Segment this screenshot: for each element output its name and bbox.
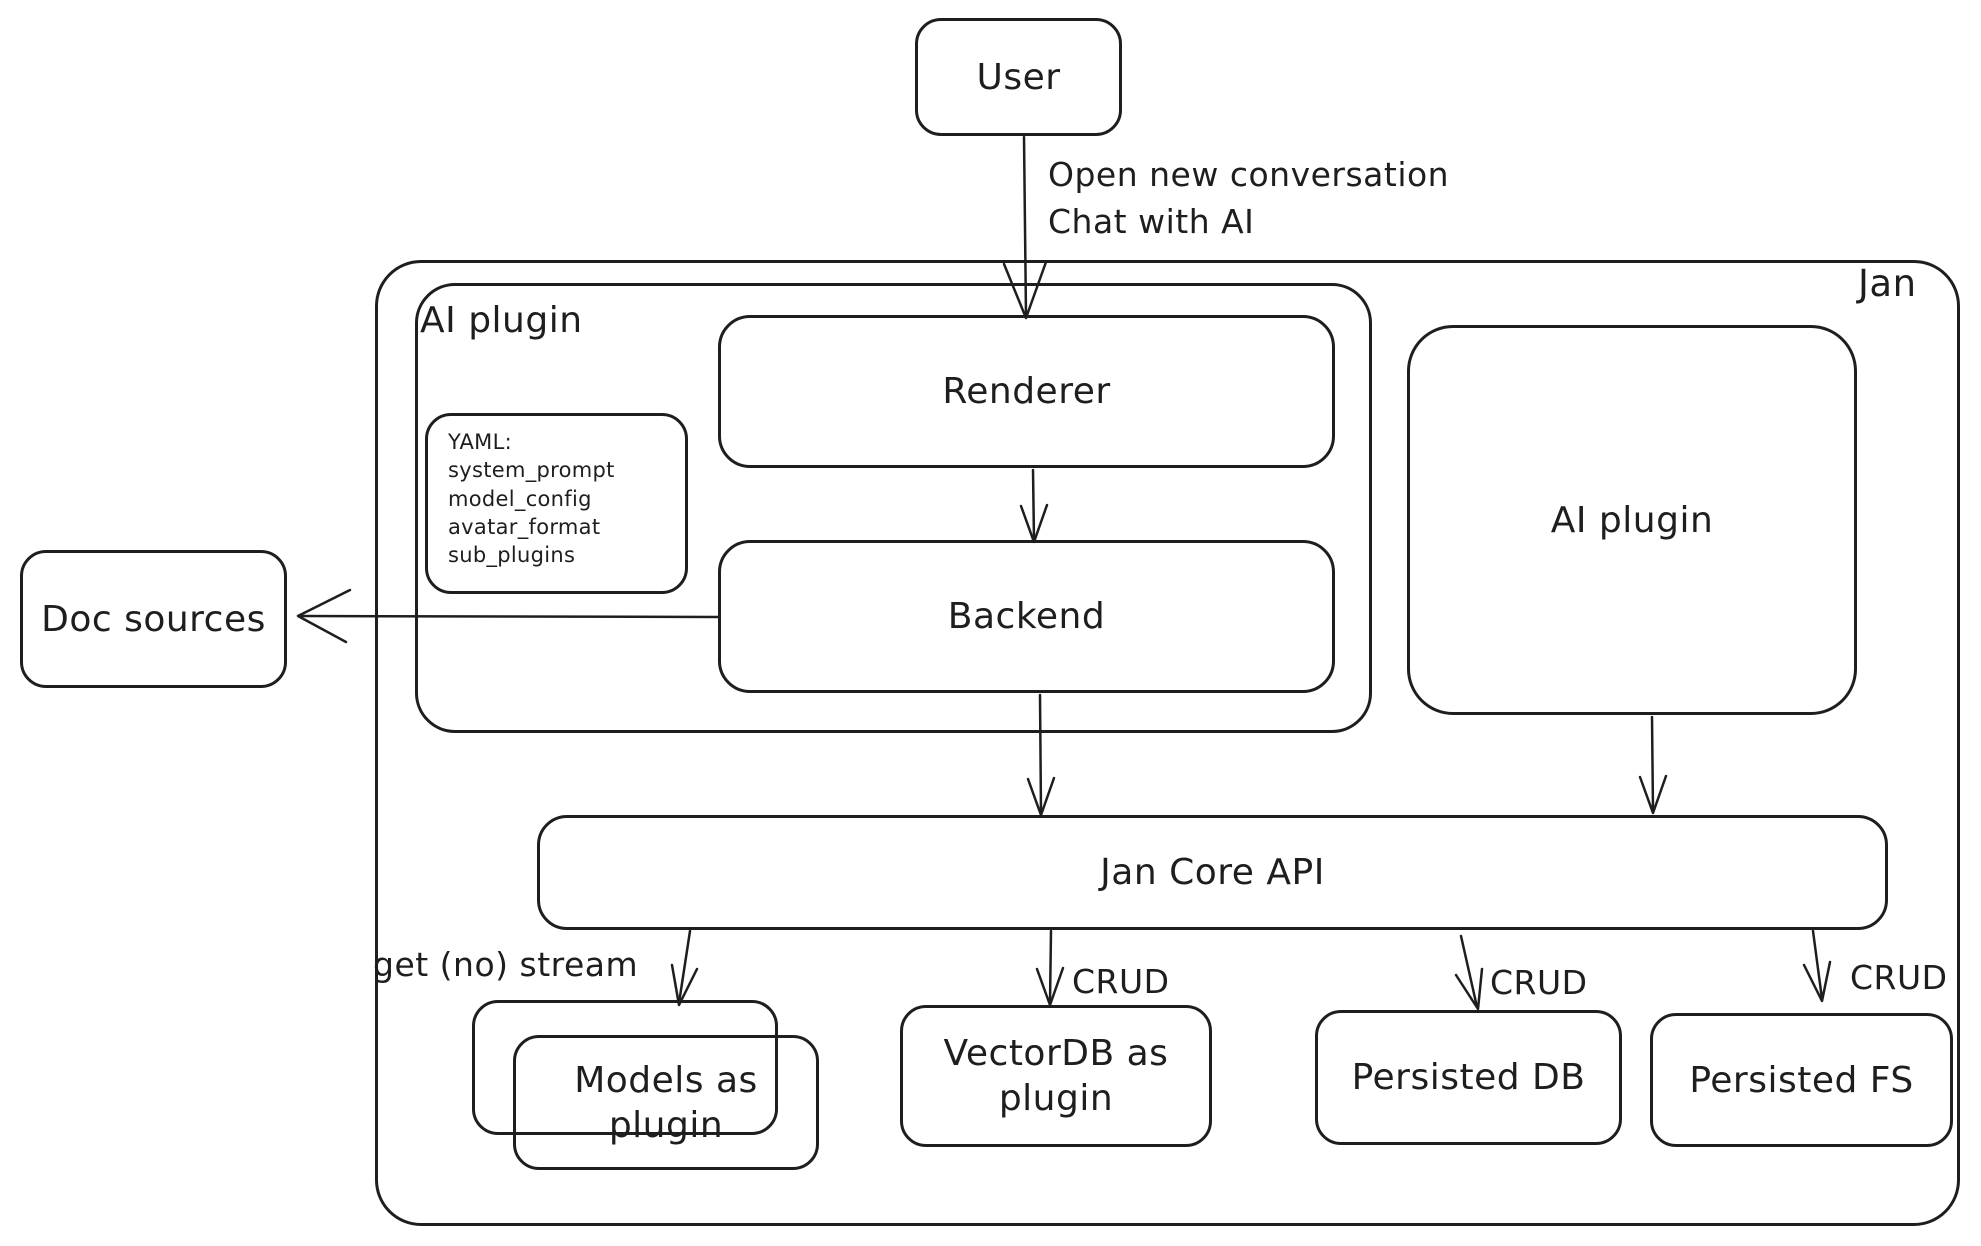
jan-core-api-box: Jan Core API (537, 815, 1888, 930)
persisted-db-box: Persisted DB (1315, 1010, 1622, 1145)
yaml-note-text: YAML: system_prompt model_config avatar_… (448, 430, 615, 568)
ai-plugin-box: AI plugin (1407, 325, 1857, 715)
jan-core-api-box-label: Jan Core API (1100, 852, 1325, 893)
jan-container (375, 260, 1960, 1226)
renderer-box: Renderer (718, 315, 1335, 468)
ai-plugin-container (415, 283, 1372, 733)
backend-box: Backend (718, 540, 1335, 693)
edge-label-crud-persisted-fs: CRUD (1850, 958, 1948, 997)
yaml-note: YAML: system_prompt model_config avatar_… (425, 413, 688, 594)
vectordb-plugin-box: VectorDB as plugin (900, 1005, 1212, 1147)
models-as-plugin-shadow-box (472, 1000, 778, 1135)
edge-label-user-flow: Open new conversation Chat with AI (1048, 155, 1450, 241)
edge-label-get-no-stream: get (no) stream (373, 945, 639, 984)
persisted-fs-box-label: Persisted FS (1689, 1059, 1914, 1101)
persisted-db-box-label: Persisted DB (1351, 1057, 1586, 1098)
backend-box-label: Backend (947, 596, 1106, 637)
user-box-label: User (976, 56, 1061, 98)
models-as-plugin-box: Models as plugin (513, 1035, 819, 1170)
user-box: User (915, 18, 1122, 136)
ai-plugin-box-label: AI plugin (1550, 499, 1714, 541)
jan-container-label: Jan (1858, 262, 1917, 305)
persisted-fs-box: Persisted FS (1650, 1013, 1953, 1147)
edge-label-crud-vectordb: CRUD (1072, 962, 1170, 1001)
renderer-box-label: Renderer (942, 371, 1111, 412)
doc-sources-box-label: Doc sources (41, 598, 266, 640)
models-as-plugin-box-label: Models as plugin (574, 1059, 758, 1146)
doc-sources-box: Doc sources (20, 550, 287, 688)
vectordb-plugin-box-label: VectorDB as plugin (943, 1033, 1169, 1119)
ai-plugin-container-label: AI plugin (420, 300, 583, 341)
edge-label-crud-persisted-db: CRUD (1490, 963, 1588, 1002)
